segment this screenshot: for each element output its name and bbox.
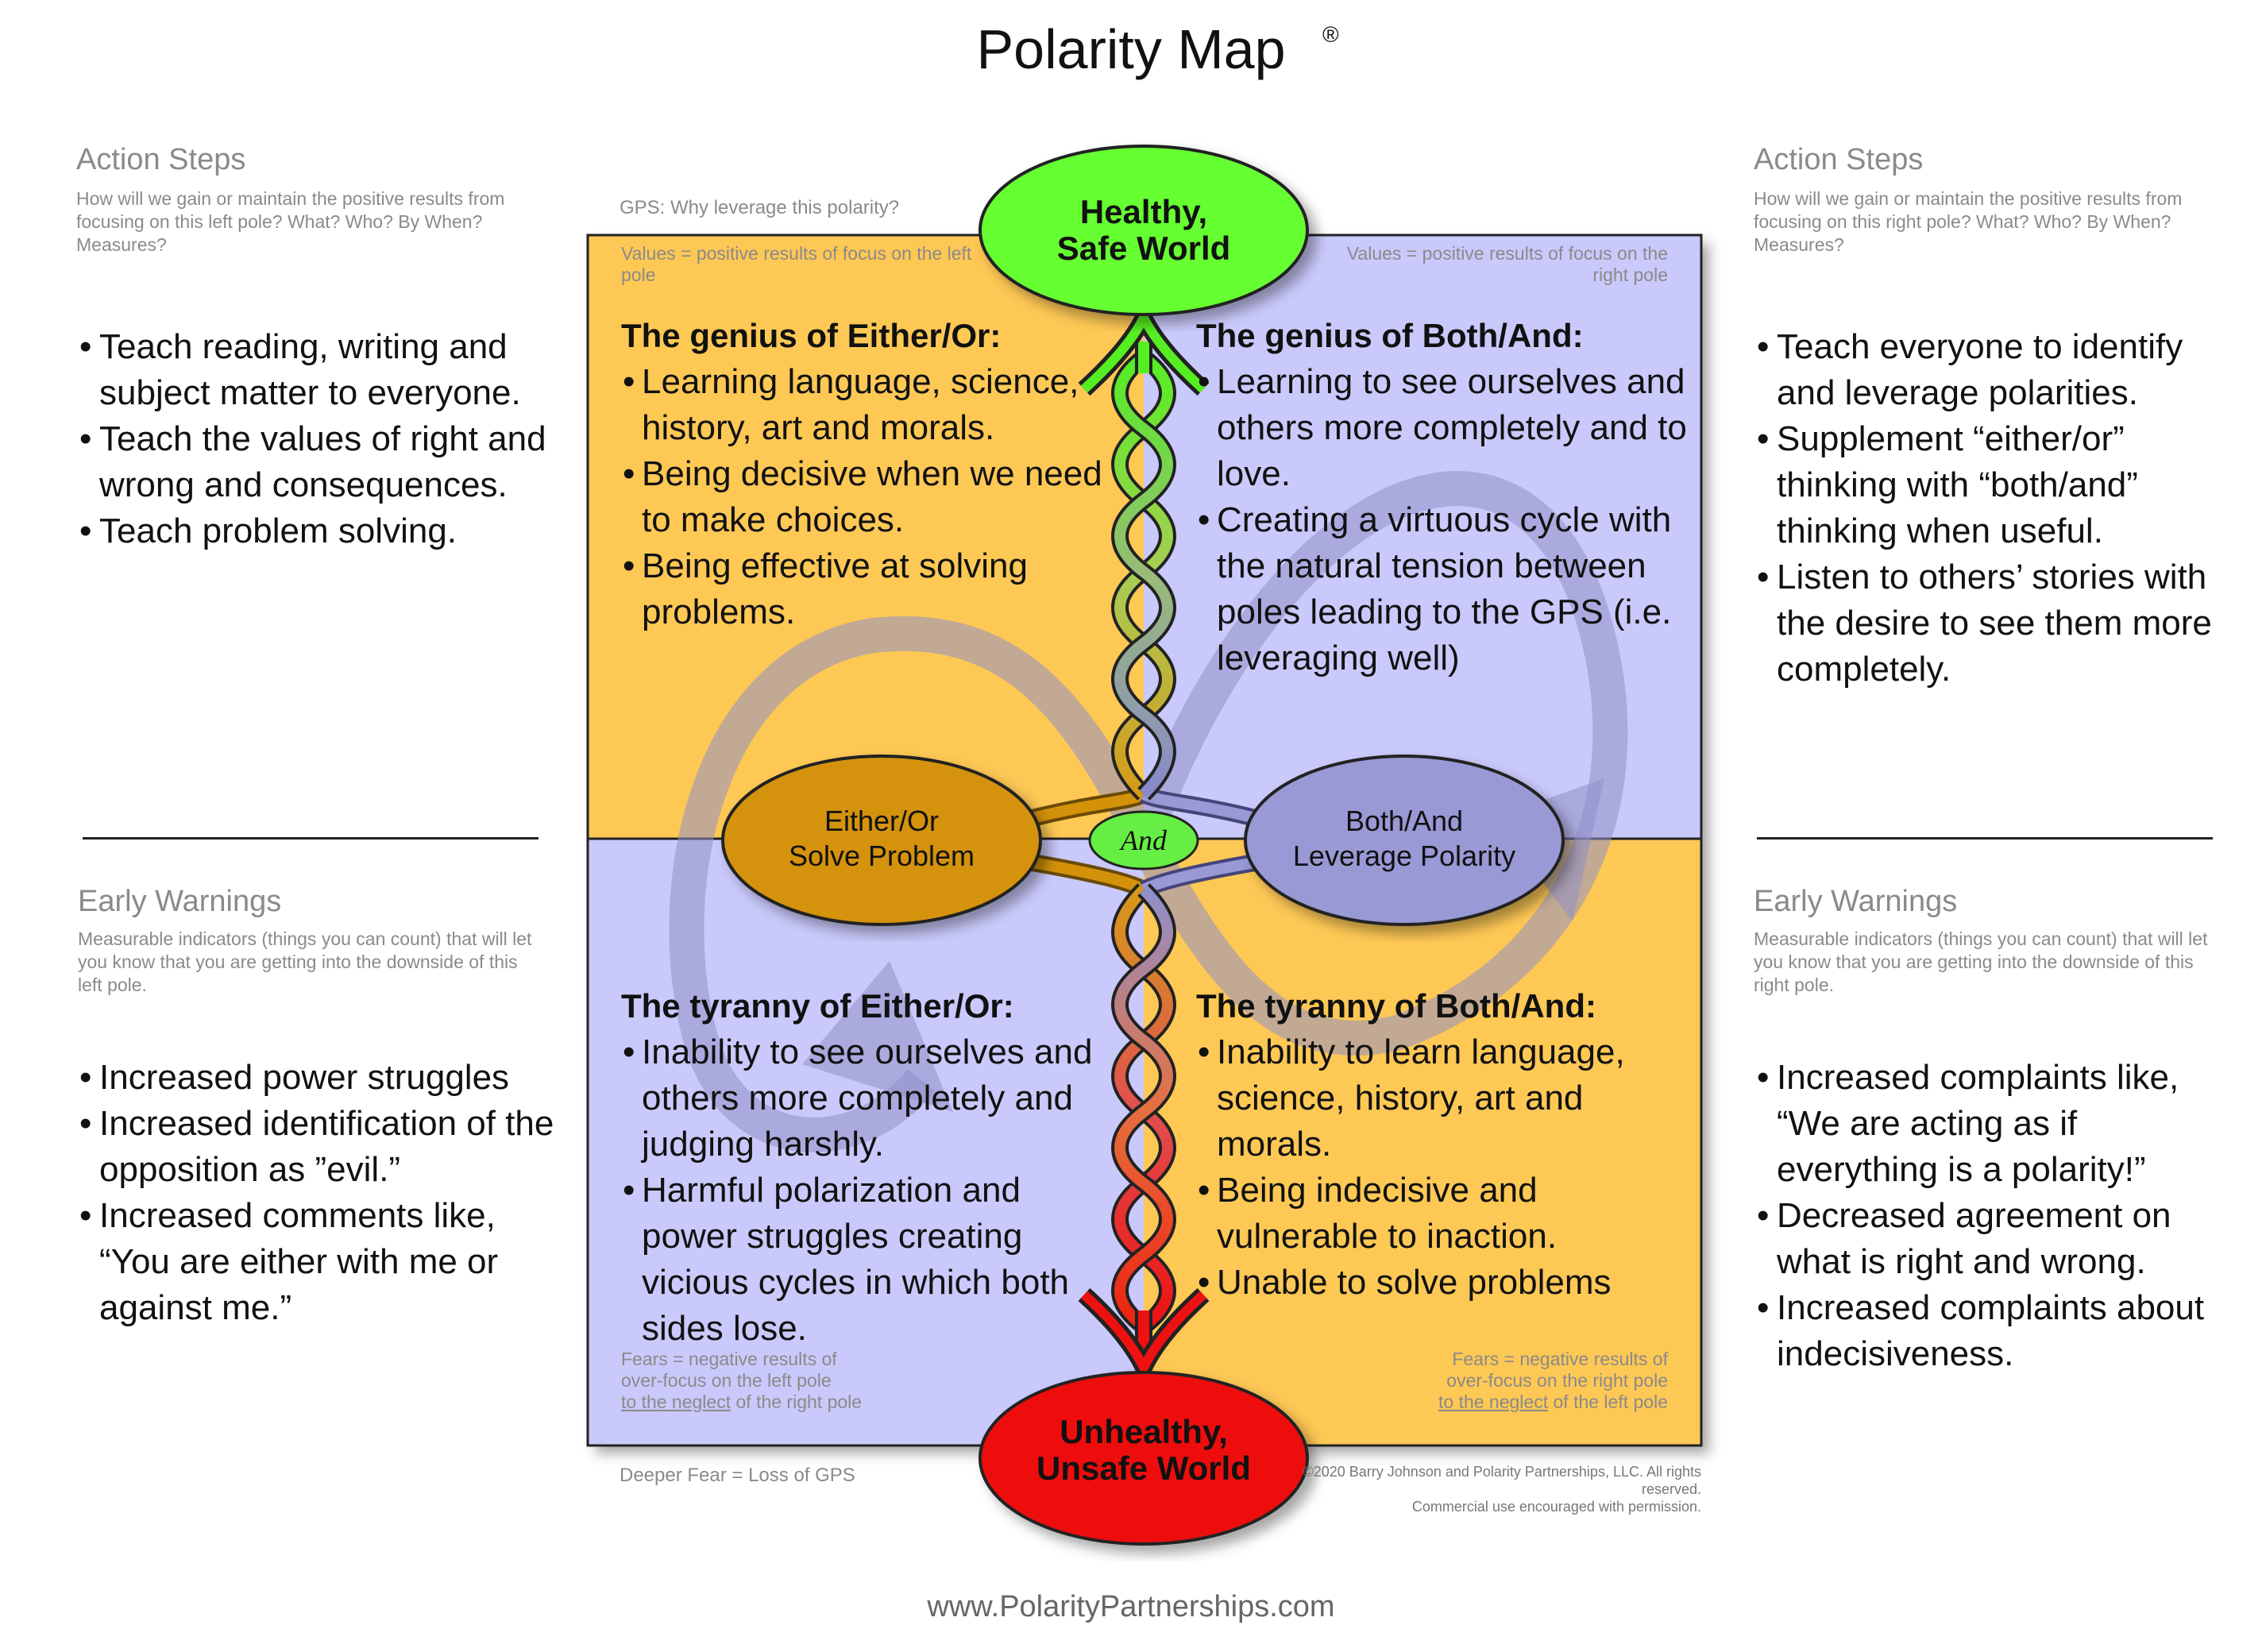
fears-left-line2: over-focus on the left pole <box>621 1370 832 1391</box>
right-action-steps-heading: Action Steps <box>1754 143 1924 176</box>
left-pole-label: Either/Or Solve Problem <box>731 804 1033 874</box>
list-item: Listen to others’ stories with the desir… <box>1754 554 2230 693</box>
fears-right-line3: to the neglect of the left pole <box>1350 1391 1668 1413</box>
upward-helix <box>1111 350 1176 801</box>
right-divider <box>1757 837 2213 840</box>
list-item: Inability to learn language, science, hi… <box>1196 1029 1689 1168</box>
left-early-warnings-heading: Early Warnings <box>78 885 282 918</box>
right-pole-label: Both/And Leverage Polarity <box>1253 804 1555 874</box>
upper-left-list: Learning language, science, history, art… <box>621 359 1114 635</box>
deeper-fear-ellipse <box>979 1371 1309 1546</box>
copyright-line2: reserved. <box>1641 1481 1701 1497</box>
page-title: Polarity Map <box>976 18 1286 80</box>
right-action-steps-subtitle: How will we gain or maintain the positiv… <box>1754 188 2183 255</box>
list-item: Being decisive when we need to make choi… <box>621 451 1114 543</box>
list-item: Teach problem solving. <box>76 508 553 554</box>
left-action-steps-subtitle: How will we gain or maintain the positiv… <box>76 188 505 255</box>
right-pole-line2: Leverage Polarity <box>1292 840 1516 872</box>
fears-left-neglect: to the neglect <box>621 1391 731 1412</box>
right-early-warnings-list: Increased complaints like, “We are actin… <box>1754 1055 2238 1377</box>
gps-ellipse <box>979 145 1309 316</box>
list-item: Teach reading, writing and subject matte… <box>76 324 553 416</box>
right-action-steps-list: Teach everyone to identify and leverage … <box>1754 324 2230 693</box>
left-pole-ellipse <box>721 755 1042 926</box>
right-early-warnings-heading: Early Warnings <box>1754 885 1958 918</box>
upper-left-content: The genius of Either/Or: Learning langua… <box>621 313 1114 635</box>
list-item: Unable to solve problems <box>1196 1260 1689 1306</box>
copyright: ©2020 Barry Johnson and Polarity Partner… <box>1271 1463 1701 1515</box>
left-action-steps-heading: Action Steps <box>76 143 246 176</box>
deeper-fear-label: Deeper Fear = Loss of GPS <box>620 1465 855 1486</box>
and-label: And <box>1121 824 1167 856</box>
left-pole-line1: Either/Or <box>824 805 940 837</box>
upper-right-content: The genius of Both/And: Learning to see … <box>1196 313 1689 681</box>
fears-right-neglect: to the neglect <box>1438 1391 1549 1412</box>
fears-right-line1: Fears = negative results of <box>1452 1349 1668 1369</box>
copyright-line3: Commercial use encouraged with permissio… <box>1411 1499 1701 1515</box>
copyright-line1: ©2020 Barry Johnson and Polarity Partner… <box>1303 1464 1701 1480</box>
left-early-warnings-subtitle: Measurable indicators (things you can co… <box>78 928 532 995</box>
list-item: Creating a virtuous cycle with the natur… <box>1196 497 1689 681</box>
list-item: Inability to see ourselves and others mo… <box>621 1029 1114 1168</box>
list-item: Harmful polarization and power struggles… <box>621 1168 1114 1352</box>
list-item: Increased identification of the oppositi… <box>76 1101 561 1193</box>
deeper-fear-line2: Unsafe World <box>1036 1449 1251 1487</box>
list-item: Being effective at solving problems. <box>621 543 1114 635</box>
list-item: Increased power struggles <box>76 1055 561 1101</box>
values-right-label: Values = positive results of focus on th… <box>1346 243 1668 285</box>
lower-left-heading: The tyranny of Either/Or: <box>621 987 1014 1025</box>
fears-left-rest: of the right pole <box>731 1391 863 1412</box>
list-item: Supplement “either/or” thinking with “bo… <box>1754 416 2230 554</box>
lower-right-heading: The tyranny of Both/And: <box>1196 987 1596 1025</box>
gps-text: Healthy, Safe World <box>985 194 1303 267</box>
lower-right-list: Inability to learn language, science, hi… <box>1196 1029 1689 1306</box>
fears-left-line1: Fears = negative results of <box>621 1349 837 1369</box>
website-link[interactable]: www.PolarityPartnerships.com <box>927 1590 1335 1623</box>
lower-left-content: The tyranny of Either/Or: Inability to s… <box>621 983 1114 1352</box>
gps-line2: Safe World <box>1056 230 1231 267</box>
right-pole-line1: Both/And <box>1345 805 1464 837</box>
list-item: Being indecisive and vulnerable to inact… <box>1196 1168 1689 1260</box>
list-item: Learning to see ourselves and others mor… <box>1196 359 1689 497</box>
list-item: Increased complaints like, “We are actin… <box>1754 1055 2238 1193</box>
gps-line1: Healthy, <box>1079 193 1208 230</box>
list-item: Increased complaints about indecisivenes… <box>1754 1285 2238 1377</box>
downward-helix <box>1111 883 1176 1334</box>
upper-left-heading: The genius of Either/Or: <box>621 317 1002 354</box>
fears-right-rest: of the left pole <box>1548 1391 1668 1412</box>
deeper-fear-line1: Unhealthy, <box>1060 1413 1228 1450</box>
deeper-fear-text: Unhealthy, Unsafe World <box>985 1414 1303 1487</box>
fears-right-label: Fears = negative results of over-focus o… <box>1350 1349 1668 1413</box>
list-item: Teach everyone to identify and leverage … <box>1754 324 2230 416</box>
list-item: Decreased agreement on what is right and… <box>1754 1193 2238 1285</box>
list-item: Learning language, science, history, art… <box>621 359 1114 451</box>
left-action-steps-list: Teach reading, writing and subject matte… <box>76 324 553 554</box>
and-ellipse <box>1088 810 1199 870</box>
lower-right-content: The tyranny of Both/And: Inability to le… <box>1196 983 1689 1306</box>
upper-right-heading: The genius of Both/And: <box>1196 317 1584 354</box>
fears-left-line3: to the neglect of the right pole <box>621 1391 939 1413</box>
registered-mark: ® <box>1322 22 1339 47</box>
list-item: Teach the values of right and wrong and … <box>76 416 553 508</box>
fears-left-label: Fears = negative results of over-focus o… <box>621 1349 939 1413</box>
upper-right-list: Learning to see ourselves and others mor… <box>1196 359 1689 681</box>
right-pole-ellipse <box>1244 755 1565 926</box>
list-item: Increased comments like, “You are either… <box>76 1193 561 1331</box>
gps-label: GPS: Why leverage this polarity? <box>620 197 900 218</box>
lower-left-list: Inability to see ourselves and others mo… <box>621 1029 1114 1352</box>
left-early-warnings-list: Increased power struggles Increased iden… <box>76 1055 561 1331</box>
left-pole-line2: Solve Problem <box>788 840 975 872</box>
values-left-label: Values = positive results of focus on th… <box>621 243 972 285</box>
right-early-warnings-subtitle: Measurable indicators (things you can co… <box>1754 928 2208 995</box>
left-divider <box>83 837 538 840</box>
fears-right-line2: over-focus on the right pole <box>1446 1370 1668 1391</box>
